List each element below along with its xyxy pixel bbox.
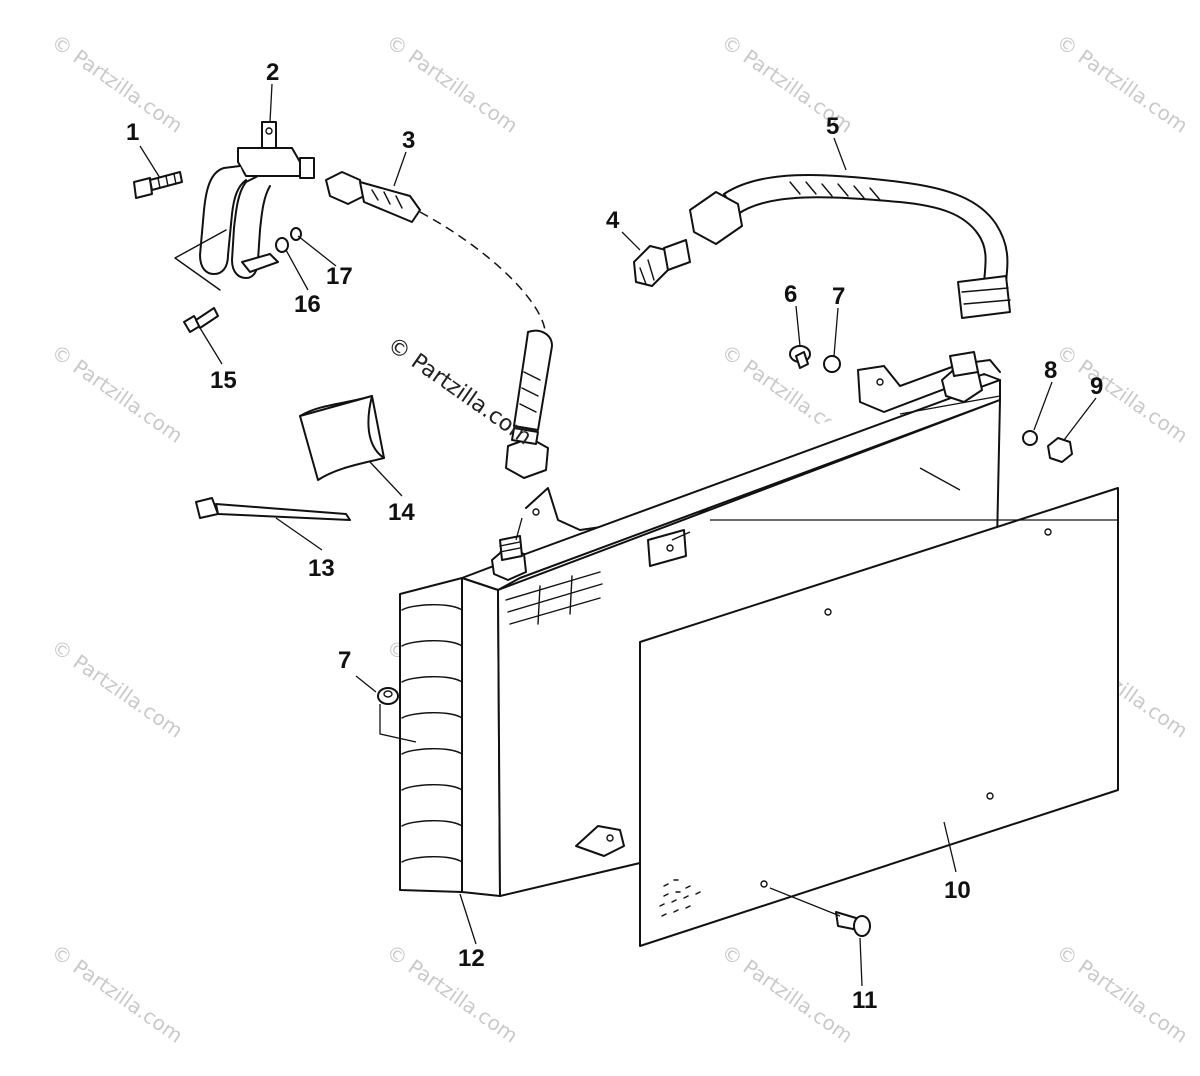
watermark: © Partzilla.com bbox=[47, 339, 187, 447]
callout-10: 10 bbox=[944, 877, 971, 904]
callout-2: 2 bbox=[266, 59, 279, 86]
washer-7-top bbox=[823, 355, 841, 373]
callout-11: 11 bbox=[852, 987, 877, 1014]
fitting-3 bbox=[325, 171, 421, 223]
watermark: © Partzilla.com bbox=[1052, 29, 1192, 137]
watermark: © Partzilla.com bbox=[47, 634, 187, 742]
washer-7-lower bbox=[377, 687, 399, 705]
o-ring-16 bbox=[275, 237, 289, 253]
watermark: © Partzilla.com bbox=[1052, 339, 1192, 447]
callout-1: 1 bbox=[126, 119, 139, 146]
adapter-fitting-4 bbox=[633, 239, 691, 287]
screen-panel-10 bbox=[639, 487, 1119, 947]
callout-7-top: 7 bbox=[832, 283, 845, 310]
watermark: © Partzilla.com bbox=[47, 939, 187, 1047]
watermark: © Partzilla.com bbox=[382, 939, 522, 1047]
washer-8 bbox=[1022, 430, 1038, 446]
callout-5: 5 bbox=[826, 113, 839, 140]
callout-13: 13 bbox=[308, 555, 335, 582]
watermark-main: © Partzilla.com bbox=[383, 332, 536, 450]
watermark: © Partzilla.com bbox=[382, 29, 522, 137]
screw-11 bbox=[835, 911, 871, 937]
callout-labels: 1 2 3 4 5 6 7 7 8 9 10 11 12 13 14 15 16… bbox=[126, 59, 1103, 1014]
callout-7-lower: 7 bbox=[338, 647, 351, 674]
hose-5 bbox=[689, 173, 1011, 319]
screw-15 bbox=[183, 307, 219, 333]
watermark: © Partzilla.com bbox=[1052, 939, 1192, 1047]
o-ring-17 bbox=[290, 227, 302, 241]
cable-tie-13 bbox=[195, 497, 351, 521]
clip-14 bbox=[299, 395, 385, 481]
leader-lines bbox=[139, 83, 1097, 987]
rivet-6 bbox=[789, 345, 811, 369]
callout-17: 17 bbox=[326, 263, 353, 290]
callout-4: 4 bbox=[606, 207, 620, 234]
callout-14: 14 bbox=[388, 499, 415, 526]
watermark: © Partzilla.com bbox=[47, 29, 187, 137]
callout-12: 12 bbox=[458, 945, 485, 972]
nut-9 bbox=[1047, 437, 1073, 463]
callout-16: 16 bbox=[294, 291, 321, 318]
callout-8: 8 bbox=[1044, 357, 1057, 384]
hose-routing-line bbox=[419, 211, 546, 331]
callout-15: 15 bbox=[210, 367, 237, 394]
tube-bracket-assembly bbox=[174, 121, 315, 291]
callout-6: 6 bbox=[784, 281, 797, 308]
bolt-1 bbox=[133, 171, 183, 199]
watermark: © Partzilla.com bbox=[717, 939, 857, 1047]
callout-9: 9 bbox=[1090, 373, 1103, 400]
callout-3: 3 bbox=[402, 127, 415, 154]
hose-end bbox=[505, 329, 553, 479]
